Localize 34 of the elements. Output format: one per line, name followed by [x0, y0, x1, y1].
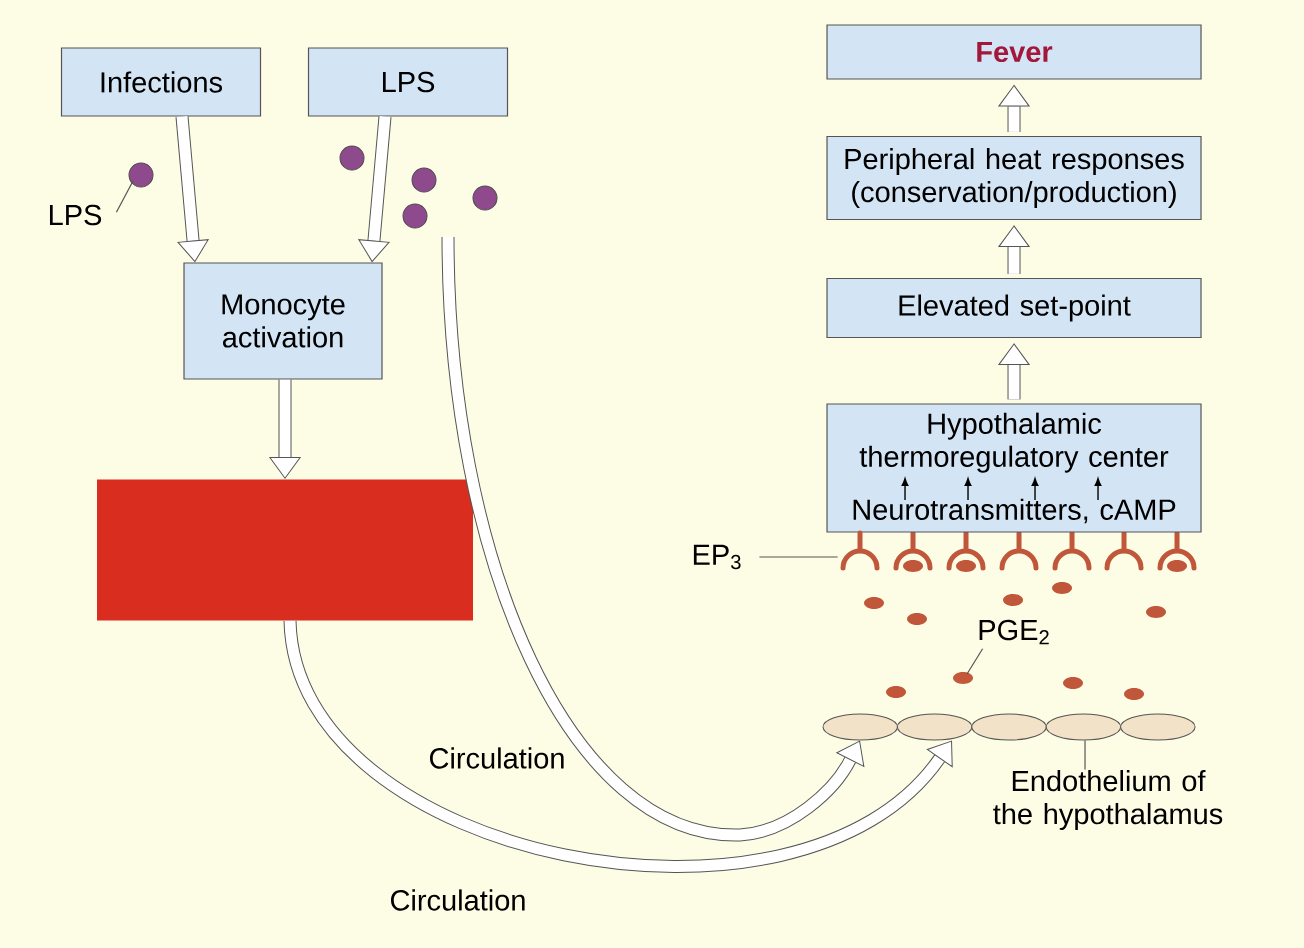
callout-text: PGE$_{2}$	[979, 619, 1049, 645]
callout-text: EP$_{3}$	[693, 544, 741, 570]
receptor-icon	[840, 530, 880, 571]
block-arrow	[283, 619, 953, 872]
block-arrow	[998, 343, 1030, 400]
block-arrow	[358, 116, 392, 263]
process-box: Monocyte activation	[183, 262, 383, 380]
box: Infections	[60, 47, 262, 117]
outcome-box: Fever	[826, 24, 1202, 80]
filled-box	[97, 479, 473, 621]
leader-line	[1084, 739, 1086, 771]
particle	[128, 162, 154, 188]
endothelium-drawing	[822, 713, 1196, 741]
process-box: Elevated set-point	[826, 277, 1202, 339]
process-box: Peripheral heat responses (conservation/production)	[826, 135, 1202, 221]
particle	[402, 203, 428, 229]
edge-label: Circulation	[387, 887, 529, 913]
leader-line	[115, 180, 134, 213]
callout-text: LPS	[50, 204, 102, 226]
particle	[339, 145, 365, 171]
callout-text: Endothelium of the hypothalamus	[993, 770, 1223, 831]
edge-label: Circulation	[426, 745, 568, 771]
box: LPS	[307, 47, 509, 117]
particle	[472, 185, 498, 211]
block-arrow	[998, 84, 1030, 132]
particle	[411, 167, 437, 193]
leader-line	[966, 648, 984, 675]
block-arrow	[441, 236, 865, 842]
particle	[953, 672, 973, 684]
block-arrow	[998, 225, 1030, 274]
block-arrow	[175, 116, 209, 263]
leader-line	[758, 556, 839, 558]
process-box: Hypothalamic thermoregulatory center Neurotransmitters, cAMP	[826, 403, 1202, 533]
block-arrow	[269, 379, 301, 479]
